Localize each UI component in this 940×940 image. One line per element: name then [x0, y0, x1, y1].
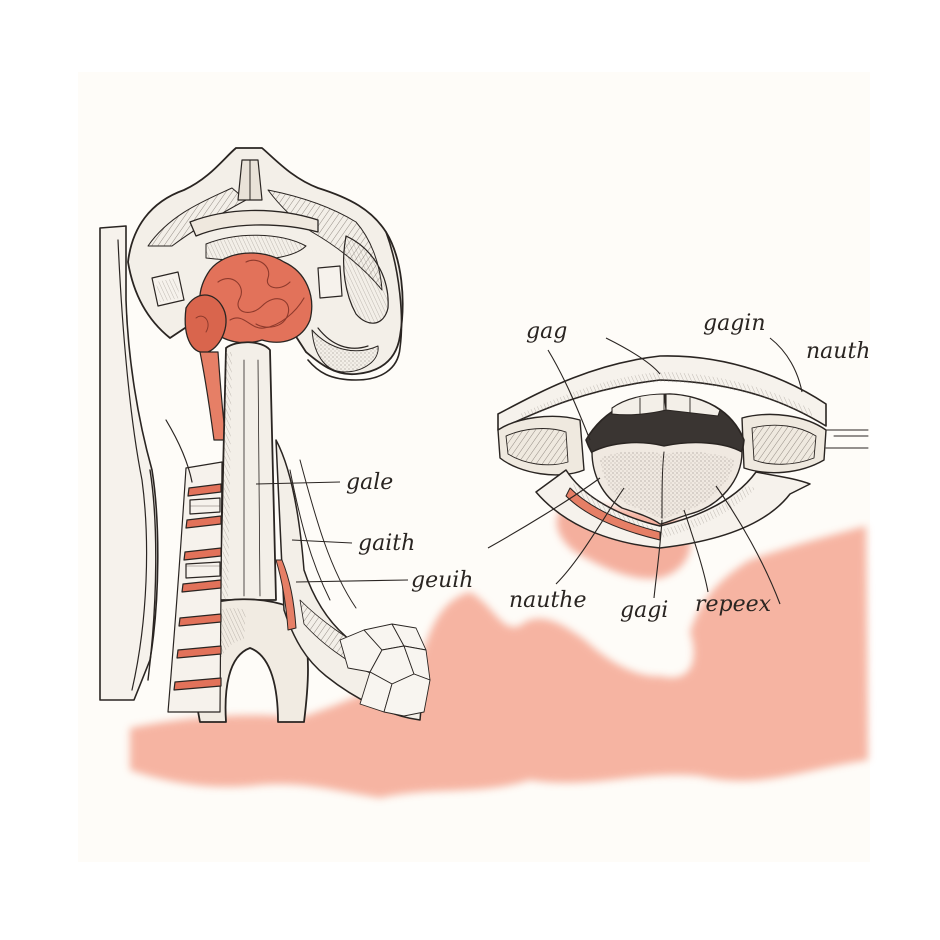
label-gagi: gagi — [620, 598, 669, 623]
label-nauthy: nauthy — [806, 341, 868, 363]
label-gagin: gagin — [703, 311, 766, 336]
label-nauthe: nauthe — [509, 588, 587, 613]
cartilage-network — [339, 623, 431, 717]
oral-cross-section — [497, 355, 869, 549]
airway-tube — [219, 341, 277, 601]
label-gaith: gaith — [358, 531, 416, 556]
label-geuih: geuih — [411, 568, 474, 593]
sagittal-section — [99, 147, 431, 723]
label-gale: gale — [346, 470, 394, 495]
nasal-turbinates — [184, 252, 313, 354]
label-repeex: repeex — [695, 592, 772, 617]
label-gag: gag — [526, 319, 568, 344]
vertebral-column — [167, 461, 223, 713]
neck-outline — [99, 225, 159, 701]
right-leader-lines — [487, 337, 803, 605]
left-leader-lines — [255, 481, 409, 583]
